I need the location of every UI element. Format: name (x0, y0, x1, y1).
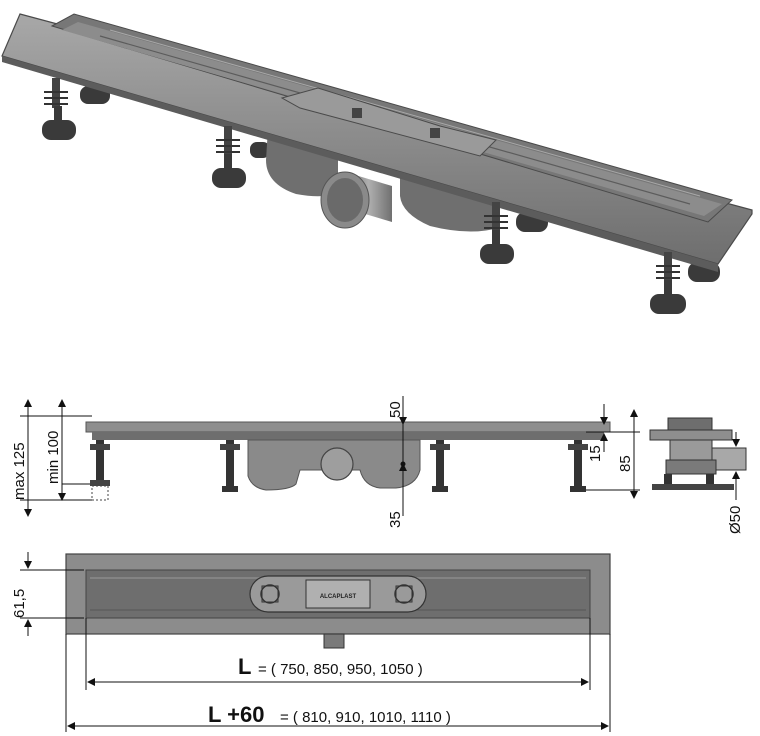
top-trap-clip (394, 584, 414, 604)
length-symbol: L (238, 654, 251, 679)
iso-grate-line (109, 29, 701, 197)
side-outlet-pipe (320, 447, 354, 481)
iso-trap-detail (430, 128, 440, 138)
end-grate (667, 417, 713, 431)
dim-35: 35 (387, 511, 404, 528)
end-body (669, 439, 713, 461)
side-foot (430, 440, 450, 492)
dim-d50: Ø50 (727, 506, 744, 534)
iso-foot (480, 202, 514, 264)
iso-foot (42, 78, 76, 140)
iso-channel-body (1, 13, 753, 265)
side-channel-body (85, 421, 611, 433)
dim-85: 85 (617, 455, 634, 472)
end-view: Ø50 (649, 417, 747, 534)
top-dimension-lines (20, 552, 611, 732)
length-plus-symbol: L +60 (208, 702, 264, 727)
dim-min-100: min 100 (45, 431, 62, 484)
top-outlet-stub (323, 633, 345, 649)
dim-max-125: max 125 (11, 442, 28, 500)
iso-trap-cover (280, 87, 497, 157)
iso-foot (212, 126, 246, 188)
top-trap-clip (260, 584, 280, 604)
side-foot (90, 440, 110, 501)
end-siphon (665, 459, 717, 475)
length-values: = ( 750, 850, 950, 1050 ) (258, 661, 423, 678)
side-channel-underside (92, 432, 604, 440)
isometric-view (1, 13, 753, 314)
iso-foot (650, 252, 686, 314)
side-foot (568, 440, 588, 492)
iso-outlet-pipe (320, 171, 392, 229)
iso-foot (250, 142, 270, 158)
top-view: ALCAPLAST 61,5 L = ( 750, 850, 950, 1050… (11, 552, 611, 732)
side-foot (220, 440, 240, 492)
brand-label: ALCAPLAST (320, 594, 357, 600)
dim-61-5: 61,5 (11, 589, 28, 618)
dim-15: 15 (587, 445, 604, 462)
length-plus-values: = ( 810, 910, 1010, 1110 ) (280, 709, 451, 726)
end-outlet (711, 447, 747, 471)
top-trap-label-plate (305, 579, 371, 609)
iso-trap-detail (352, 108, 362, 118)
iso-channel-edge (2, 56, 718, 272)
side-dimension-lines (20, 396, 640, 517)
end-flange (649, 429, 733, 441)
side-view: max 125 min 100 50 35 15 85 (11, 396, 640, 528)
dim-50: 50 (387, 401, 404, 418)
end-base (652, 484, 734, 490)
